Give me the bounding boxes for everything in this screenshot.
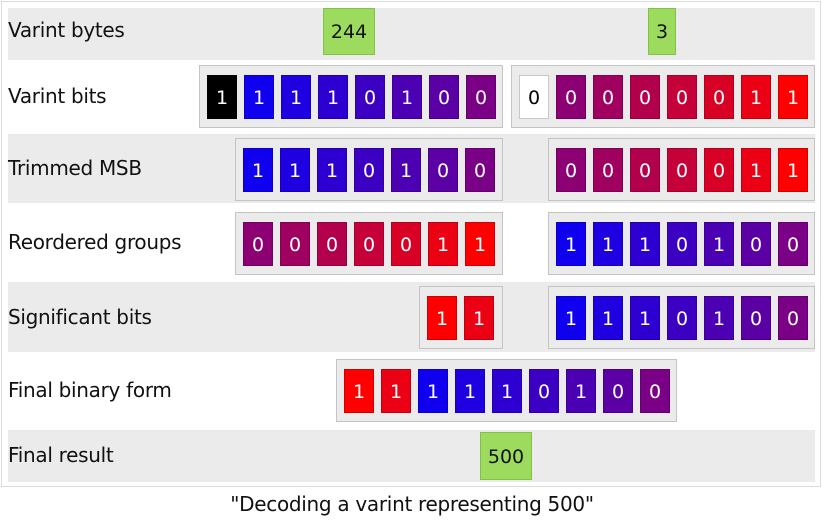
- bit-cell: 1: [556, 296, 586, 340]
- bit-cell: 1: [281, 75, 311, 119]
- bit-cell: 1: [344, 369, 374, 413]
- caption: "Decoding a varint representing 500": [230, 492, 594, 516]
- row-label: Trimmed MSB: [8, 156, 142, 180]
- bit-cell: 0: [704, 75, 734, 119]
- final-result-value: 500: [480, 432, 532, 480]
- row-label: Varint bytes: [8, 18, 125, 42]
- bit-cell: 0: [243, 222, 273, 266]
- row-label: Reordered groups: [8, 230, 182, 254]
- bit-cell: 0: [317, 222, 347, 266]
- bit-cell: 1: [455, 369, 485, 413]
- bit-cell: 0: [778, 222, 808, 266]
- bit-cell: 0: [667, 222, 697, 266]
- bit-cell: 0: [428, 148, 458, 192]
- bit-cell: 1: [243, 148, 273, 192]
- bit-cell: 1: [391, 148, 421, 192]
- bit-cell: 1: [778, 75, 808, 119]
- bit-cell: 0: [519, 75, 549, 119]
- bit-cell: 1: [630, 222, 660, 266]
- bit-cell: 0: [465, 148, 495, 192]
- bit-cell: 1: [207, 75, 237, 119]
- bit-cell: 1: [464, 296, 494, 340]
- bit-cell: 1: [492, 369, 522, 413]
- bit-cell: 1: [381, 369, 411, 413]
- bit-cell: 1: [741, 148, 771, 192]
- bit-cell: 1: [741, 75, 771, 119]
- bit-cell: 1: [593, 296, 623, 340]
- bit-cell: 0: [391, 222, 421, 266]
- byte-value-2: 3: [648, 8, 676, 55]
- bit-cell: 0: [556, 148, 586, 192]
- bit-cell: 0: [741, 296, 771, 340]
- bit-cell: 1: [427, 296, 457, 340]
- bit-cell: 0: [556, 75, 586, 119]
- row-label: Varint bits: [8, 84, 107, 108]
- bit-cell: 1: [318, 75, 348, 119]
- bit-cell: 1: [593, 222, 623, 266]
- bit-cell: 1: [392, 75, 422, 119]
- bit-cell: 1: [280, 148, 310, 192]
- bit-cell: 1: [465, 222, 495, 266]
- bit-cell: 0: [603, 369, 633, 413]
- bit-cell: 0: [630, 148, 660, 192]
- bit-cell: 0: [593, 148, 623, 192]
- bit-cell: 1: [704, 296, 734, 340]
- byte-value-1: 244: [323, 8, 375, 55]
- bit-cell: 0: [640, 369, 670, 413]
- bit-cell: 0: [429, 75, 459, 119]
- row-varint-bytes: Varint bytes 244 3: [8, 8, 815, 60]
- bit-cell: 1: [317, 148, 347, 192]
- bit-cell: 0: [355, 75, 385, 119]
- bit-cell: 1: [630, 296, 660, 340]
- bit-cell: 1: [428, 222, 458, 266]
- bit-cell: 1: [556, 222, 586, 266]
- bit-cell: 0: [778, 296, 808, 340]
- bit-cell: 0: [667, 75, 697, 119]
- bit-cell: 0: [354, 222, 384, 266]
- bit-cell: 0: [280, 222, 310, 266]
- bit-cell: 1: [244, 75, 274, 119]
- row-label: Significant bits: [8, 305, 152, 329]
- bit-cell: 0: [466, 75, 496, 119]
- bit-cell: 1: [566, 369, 596, 413]
- row-label: Final binary form: [8, 378, 172, 402]
- bit-cell: 0: [630, 75, 660, 119]
- bit-cell: 0: [667, 148, 697, 192]
- bit-cell: 0: [667, 296, 697, 340]
- bit-cell: 1: [704, 222, 734, 266]
- row-label: Final result: [8, 443, 114, 467]
- bit-cell: 1: [778, 148, 808, 192]
- bit-cell: 1: [418, 369, 448, 413]
- bit-cell: 0: [593, 75, 623, 119]
- bit-cell: 0: [354, 148, 384, 192]
- row-final-result: Final result 500: [8, 430, 815, 482]
- bit-cell: 0: [529, 369, 559, 413]
- bit-cell: 0: [741, 222, 771, 266]
- bit-cell: 0: [704, 148, 734, 192]
